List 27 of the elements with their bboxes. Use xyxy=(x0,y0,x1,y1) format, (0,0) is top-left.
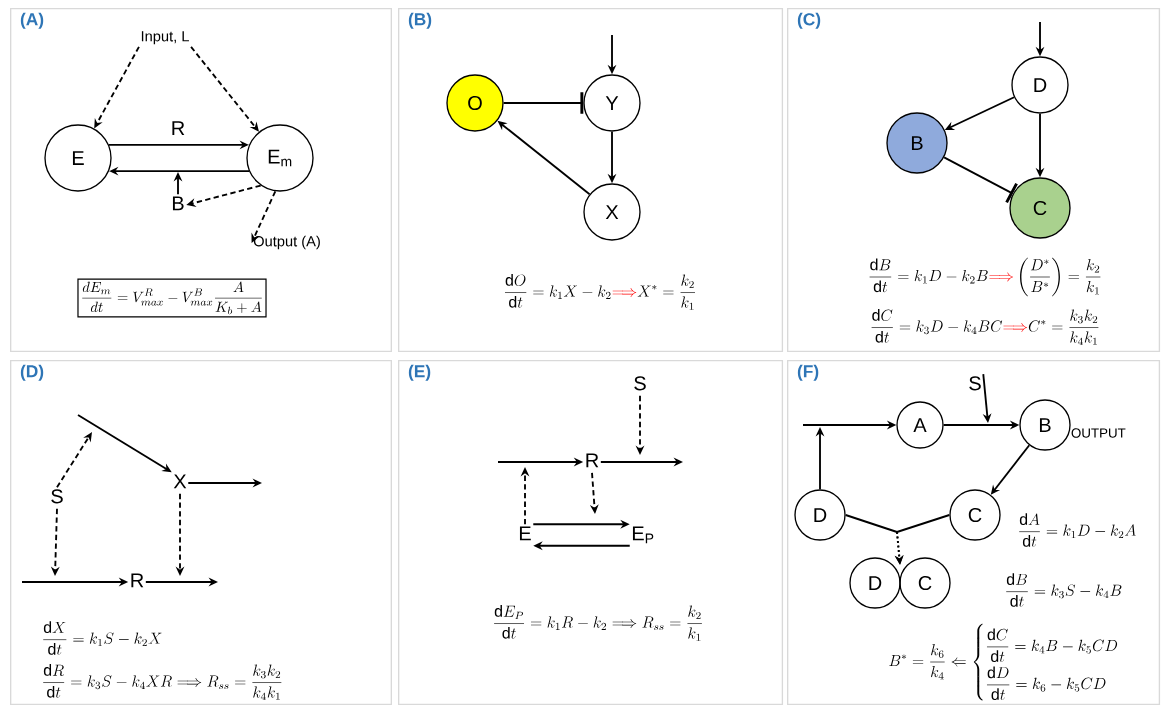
equation: $\frac{\mathrm{d}B}{\mathrm{d}t} = k_1D - k_2B \textcolor{red}{\Longrightarrow} \left(\frac{D^{*}}{B^{*}}\right) = \frac{k_2}{k_1}$ xyxy=(869,257,1101,297)
species-label: X xyxy=(173,474,187,489)
species-label: S xyxy=(51,489,63,504)
species-label: Output (A) xyxy=(253,235,320,250)
equation: $\frac{\mathrm{d}A}{\mathrm{d}t} = k_1D - k_2A$ xyxy=(1019,513,1136,547)
equation: $\frac{\mathrm{d}O}{\mathrm{d}t} = k_1X - k_2 \textcolor{red}{\Longrightarrow} X^{*} = \frac{k_2}{k_1}$ xyxy=(505,274,695,310)
species-label: S xyxy=(969,376,981,391)
dashed-arrow xyxy=(190,45,259,132)
equation: $B^{*} = \frac{k_6}{k_4} \Leftarrow \begin{cases} \dfrac{\mathrm{d}C}{\mathrm{d}t} = k_4B - k_5CD \\ \dfrac{\mathrm{d}D}{\mathrm{d}t} = k_6 - k_5CD \end{cases}$ xyxy=(889,623,1118,701)
equation: $\frac{\mathrm{d}X}{\mathrm{d}t} = k_1S - k_2X$ xyxy=(43,621,162,655)
edge-label: R xyxy=(169,119,187,137)
species-label: B xyxy=(172,196,184,211)
dashed-arrow xyxy=(56,432,92,489)
species-label: R xyxy=(586,453,599,468)
species-label: S xyxy=(634,376,646,391)
equation: $\frac{\mathrm{d}R}{\mathrm{d}t} = k_3S - k_4XR \Longrightarrow R_{ss} = \frac{k_3k_2}{k_4k_1}$ xyxy=(43,664,282,700)
side-label: OUTPUT xyxy=(1071,428,1126,438)
equation: $\frac{\mathrm{d}B}{\mathrm{d}t} = k_3S - k_4B$ xyxy=(1006,573,1122,607)
formula-box: $\frac{dE_m}{dt} = V_{max}^{R} - V_{max}^{B}\frac{A}{K_b + A}$ xyxy=(77,278,267,318)
species-label: E$_{P}$ xyxy=(632,526,654,544)
species-label: Input, L xyxy=(141,31,189,45)
dashed-arrow xyxy=(251,190,277,243)
species-label: R xyxy=(131,573,144,588)
equation: $\frac{\mathrm{d}E_P}{\mathrm{d}t} = k_1R - k_2 \Longrightarrow R_{ss} = \frac{k_2}{k_1}$ xyxy=(494,605,702,641)
inhibition-arrow xyxy=(502,92,584,114)
equation: $\frac{\mathrm{d}C}{\mathrm{d}t} = k_3D - k_4BC \textcolor{red}{\Longrightarrow} C^{*} = \frac{k_3k_2}{k_4k_1}$ xyxy=(871,309,1099,345)
species-label: E xyxy=(519,526,531,541)
